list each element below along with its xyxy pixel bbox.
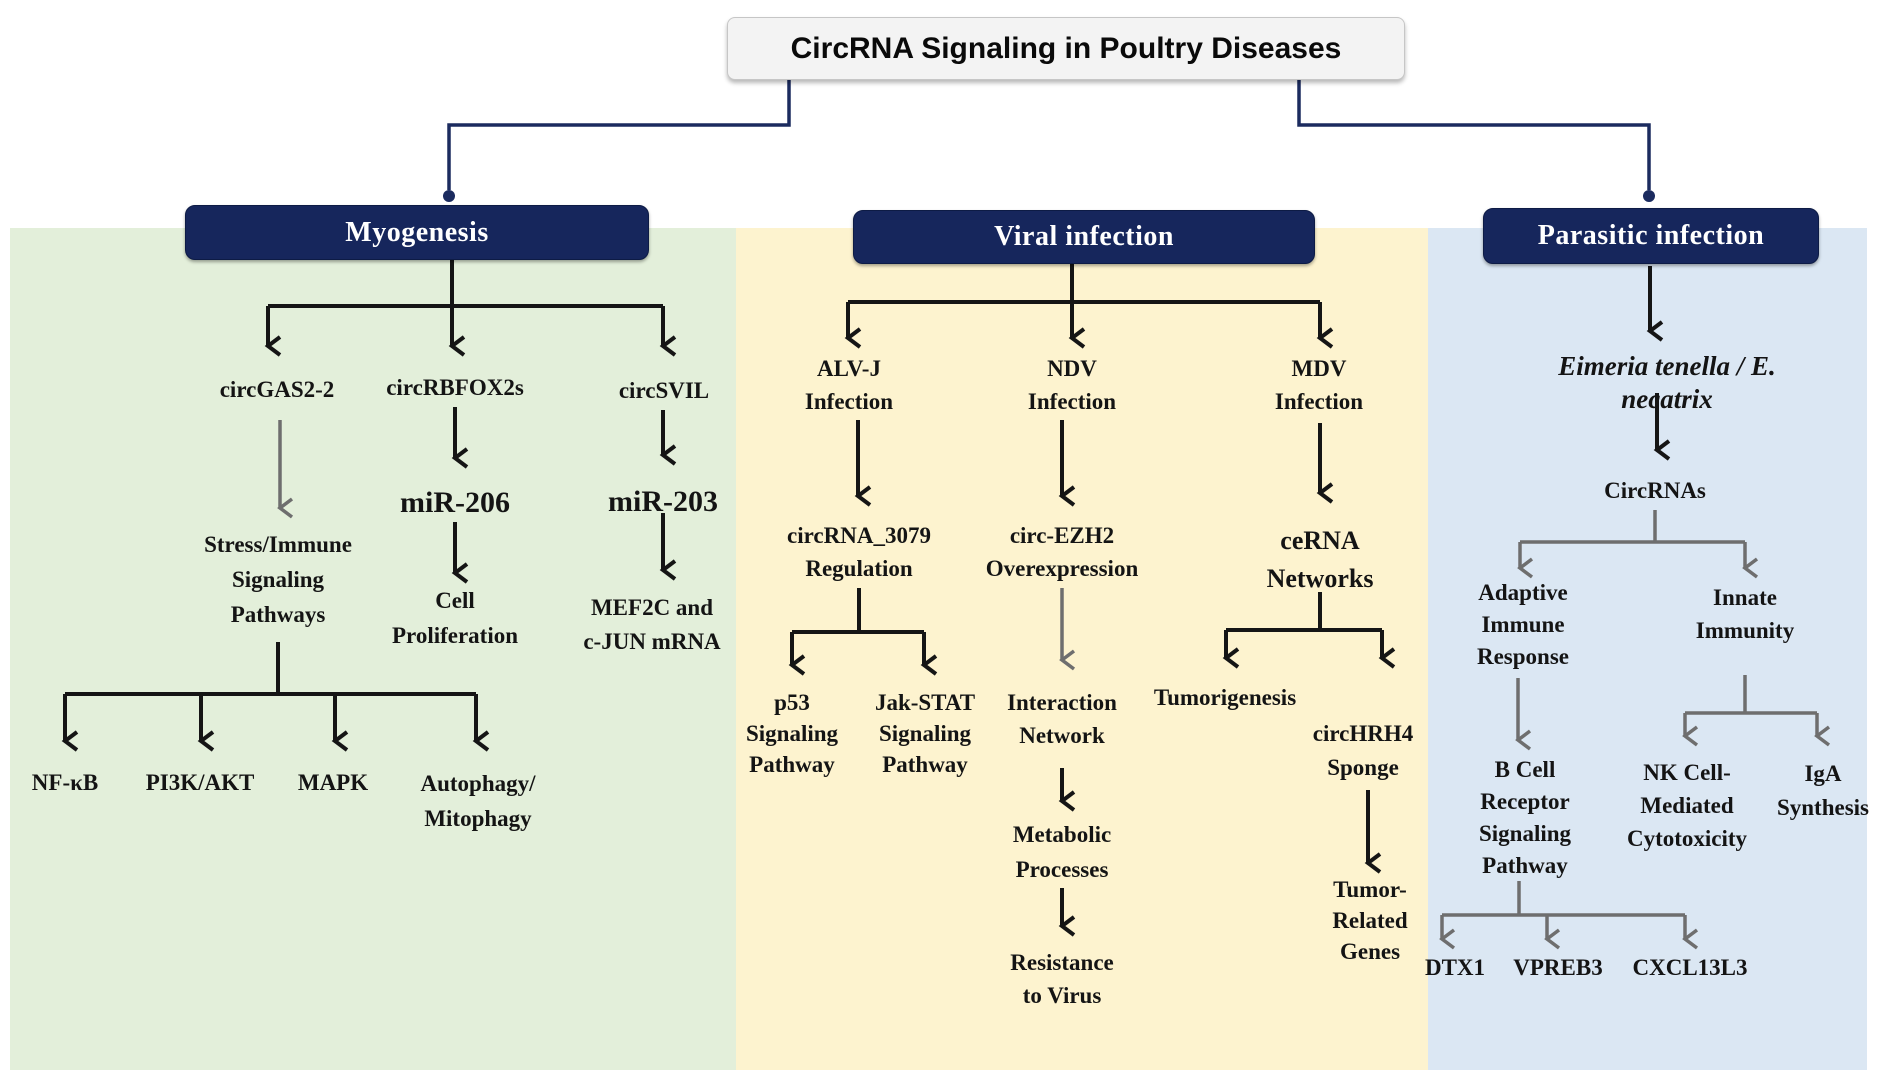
node-interaction-network: Interaction Network bbox=[1007, 690, 1117, 748]
myogenesis-arrows bbox=[61, 258, 677, 752]
node-stress-immune-pathways: Stress/Immune Signaling Pathways bbox=[204, 532, 352, 627]
header-myogenesis-label: Myogenesis bbox=[345, 216, 489, 248]
node-tumorigenesis: Tumorigenesis bbox=[1153, 685, 1297, 710]
diagram-title-text: CircRNA Signaling in Poultry Diseases bbox=[790, 31, 1342, 65]
node-bcell-receptor-pathway: B Cell Receptor Signaling Pathway bbox=[1478, 757, 1572, 878]
connector-dot-parasitic bbox=[1643, 190, 1655, 202]
node-innate-immunity: Innate Immunity bbox=[1695, 585, 1795, 643]
node-ndv-infection: NDV Infection bbox=[1027, 356, 1117, 414]
panel-myogenesis bbox=[10, 228, 736, 1070]
node-eimeria: Eimeria tenella / E. necatrix bbox=[1558, 351, 1776, 414]
node-circsvil: circSVIL bbox=[618, 378, 710, 403]
node-nfkb: NF-κB bbox=[31, 770, 99, 795]
header-parasitic-infection: Parasitic infection bbox=[1483, 208, 1819, 264]
node-mapk: MAPK bbox=[297, 770, 369, 795]
node-adaptive-immune-response: Adaptive Immune Response bbox=[1476, 580, 1570, 669]
node-metabolic-processes: Metabolic Processes bbox=[1012, 822, 1112, 882]
title-connectors bbox=[443, 78, 1655, 202]
node-dtx1: DTX1 bbox=[1424, 955, 1486, 980]
node-circ-ezh2: circ-EZH2 Overexpression bbox=[985, 523, 1139, 581]
node-alvj-infection: ALV-J Infection bbox=[804, 356, 894, 414]
node-mir-203: miR-203 bbox=[608, 485, 718, 518]
node-iga-synthesis: IgA Synthesis bbox=[1776, 761, 1870, 820]
node-autophagy-mitophagy: Autophagy/ Mitophagy bbox=[420, 771, 536, 831]
node-tumor-related-genes: Tumor- Related Genes bbox=[1332, 877, 1408, 964]
node-circrbfox2s: circRBFOX2s bbox=[386, 375, 524, 400]
header-viral-infection: Viral infection bbox=[853, 210, 1315, 264]
panel-viral-infection bbox=[736, 228, 1428, 1070]
node-mir-206: miR-206 bbox=[400, 486, 510, 519]
node-jak-stat-pathway: Jak-STAT Signaling Pathway bbox=[874, 690, 976, 777]
node-mef2c-cjun: MEF2C and c-JUN mRNA bbox=[583, 595, 721, 654]
header-viral-label: Viral infection bbox=[994, 221, 1174, 252]
node-p53-pathway: p53 Signaling Pathway bbox=[745, 690, 839, 777]
panel-parasitic-infection bbox=[1428, 228, 1867, 1070]
node-nk-cell-cytotoxicity: NK Cell- Mediated Cytotoxicity bbox=[1626, 760, 1748, 851]
connector-title-to-parasitic bbox=[1297, 78, 1651, 190]
diagram-title: CircRNA Signaling in Poultry Diseases bbox=[727, 17, 1405, 80]
connector-dot-myogenesis bbox=[443, 190, 455, 202]
node-resistance-to-virus: Resistance to Virus bbox=[1010, 950, 1114, 1008]
node-circrna-3079: circRNA_3079 Regulation bbox=[787, 523, 931, 581]
node-circhrh4-sponge: circHRH4 Sponge bbox=[1312, 721, 1414, 780]
node-pi3k-akt: PI3K/AKT bbox=[145, 770, 255, 795]
viral-arrows bbox=[788, 260, 1396, 937]
node-cxcl13l3: CXCL13L3 bbox=[1632, 955, 1748, 980]
header-parasitic-label: Parasitic infection bbox=[1537, 220, 1765, 251]
node-circgas2-2: circGAS2-2 bbox=[219, 377, 335, 402]
header-myogenesis: Myogenesis bbox=[185, 205, 649, 260]
node-circrnas: CircRNAs bbox=[1604, 478, 1706, 503]
node-cell-proliferation: Cell Proliferation bbox=[391, 588, 519, 648]
node-mdv-infection: MDV Infection bbox=[1274, 356, 1364, 414]
connector-title-to-myogenesis bbox=[447, 78, 791, 190]
node-cerna-networks: ceRNA Networks bbox=[1266, 526, 1374, 593]
node-vpreb3: VPREB3 bbox=[1513, 955, 1603, 980]
parasitic-arrows bbox=[1439, 266, 1831, 950]
